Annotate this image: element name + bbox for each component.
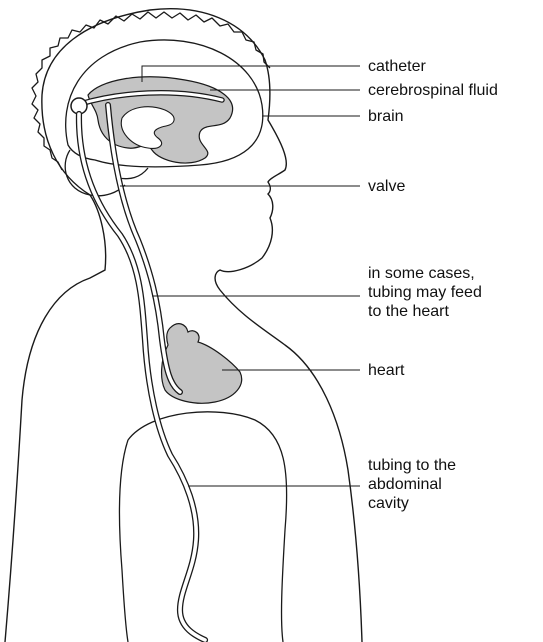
label-tubing-abdomen-line2: abdominal (368, 475, 456, 494)
label-tubing-heart-line2: tubing may feed (368, 283, 482, 302)
label-valve: valve (368, 177, 405, 196)
label-tubing-heart: in some cases, tubing may feed to the he… (368, 264, 482, 321)
label-tubing-abdomen-line1: tubing to the (368, 456, 456, 475)
label-catheter: catheter (368, 57, 426, 76)
label-brain: brain (368, 107, 404, 126)
label-tubing-heart-line1: in some cases, (368, 264, 482, 283)
label-heart: heart (368, 361, 404, 380)
label-tubing-abdomen-line3: cavity (368, 494, 456, 513)
label-tubing-abdomen: tubing to the abdominal cavity (368, 456, 456, 513)
label-tubing-heart-line3: to the heart (368, 302, 482, 321)
label-cerebrospinal-fluid: cerebrospinal fluid (368, 81, 498, 100)
